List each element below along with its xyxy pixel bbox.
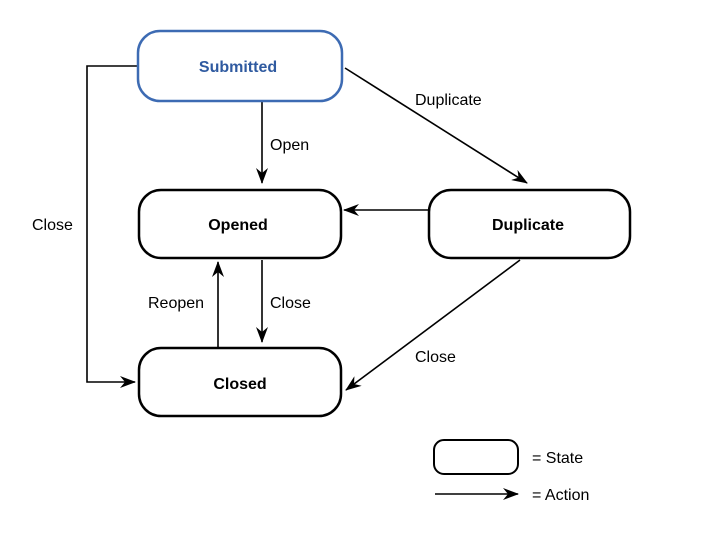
state-closed: Closed (137, 346, 343, 418)
legend: = State = Action (433, 439, 589, 504)
state-duplicate: Duplicate (427, 188, 632, 260)
edge-duplicate-to-closed (345, 259, 521, 391)
state-opened: Opened (137, 188, 343, 260)
legend-state-swatch (433, 439, 519, 475)
edges (86, 65, 528, 391)
edge-submitted-to-duplicate (344, 67, 528, 184)
action-label-reopen: Reopen (148, 295, 204, 312)
edge-submitted-to-closed (86, 65, 138, 388)
state-closed-label: Closed (213, 376, 266, 393)
action-label-close-right: Close (415, 349, 456, 366)
action-label-duplicate: Duplicate (415, 92, 482, 109)
state-submitted-label: Submitted (199, 59, 277, 76)
state-opened-label: Opened (208, 217, 268, 234)
action-label-close-middle: Close (270, 295, 311, 312)
legend-state-label: = State (532, 450, 583, 467)
action-label-open: Open (270, 137, 309, 154)
action-label-close-left: Close (32, 217, 73, 234)
state-duplicate-label: Duplicate (492, 217, 564, 234)
state-submitted: Submitted (136, 29, 344, 103)
legend-action-label: = Action (532, 487, 589, 504)
